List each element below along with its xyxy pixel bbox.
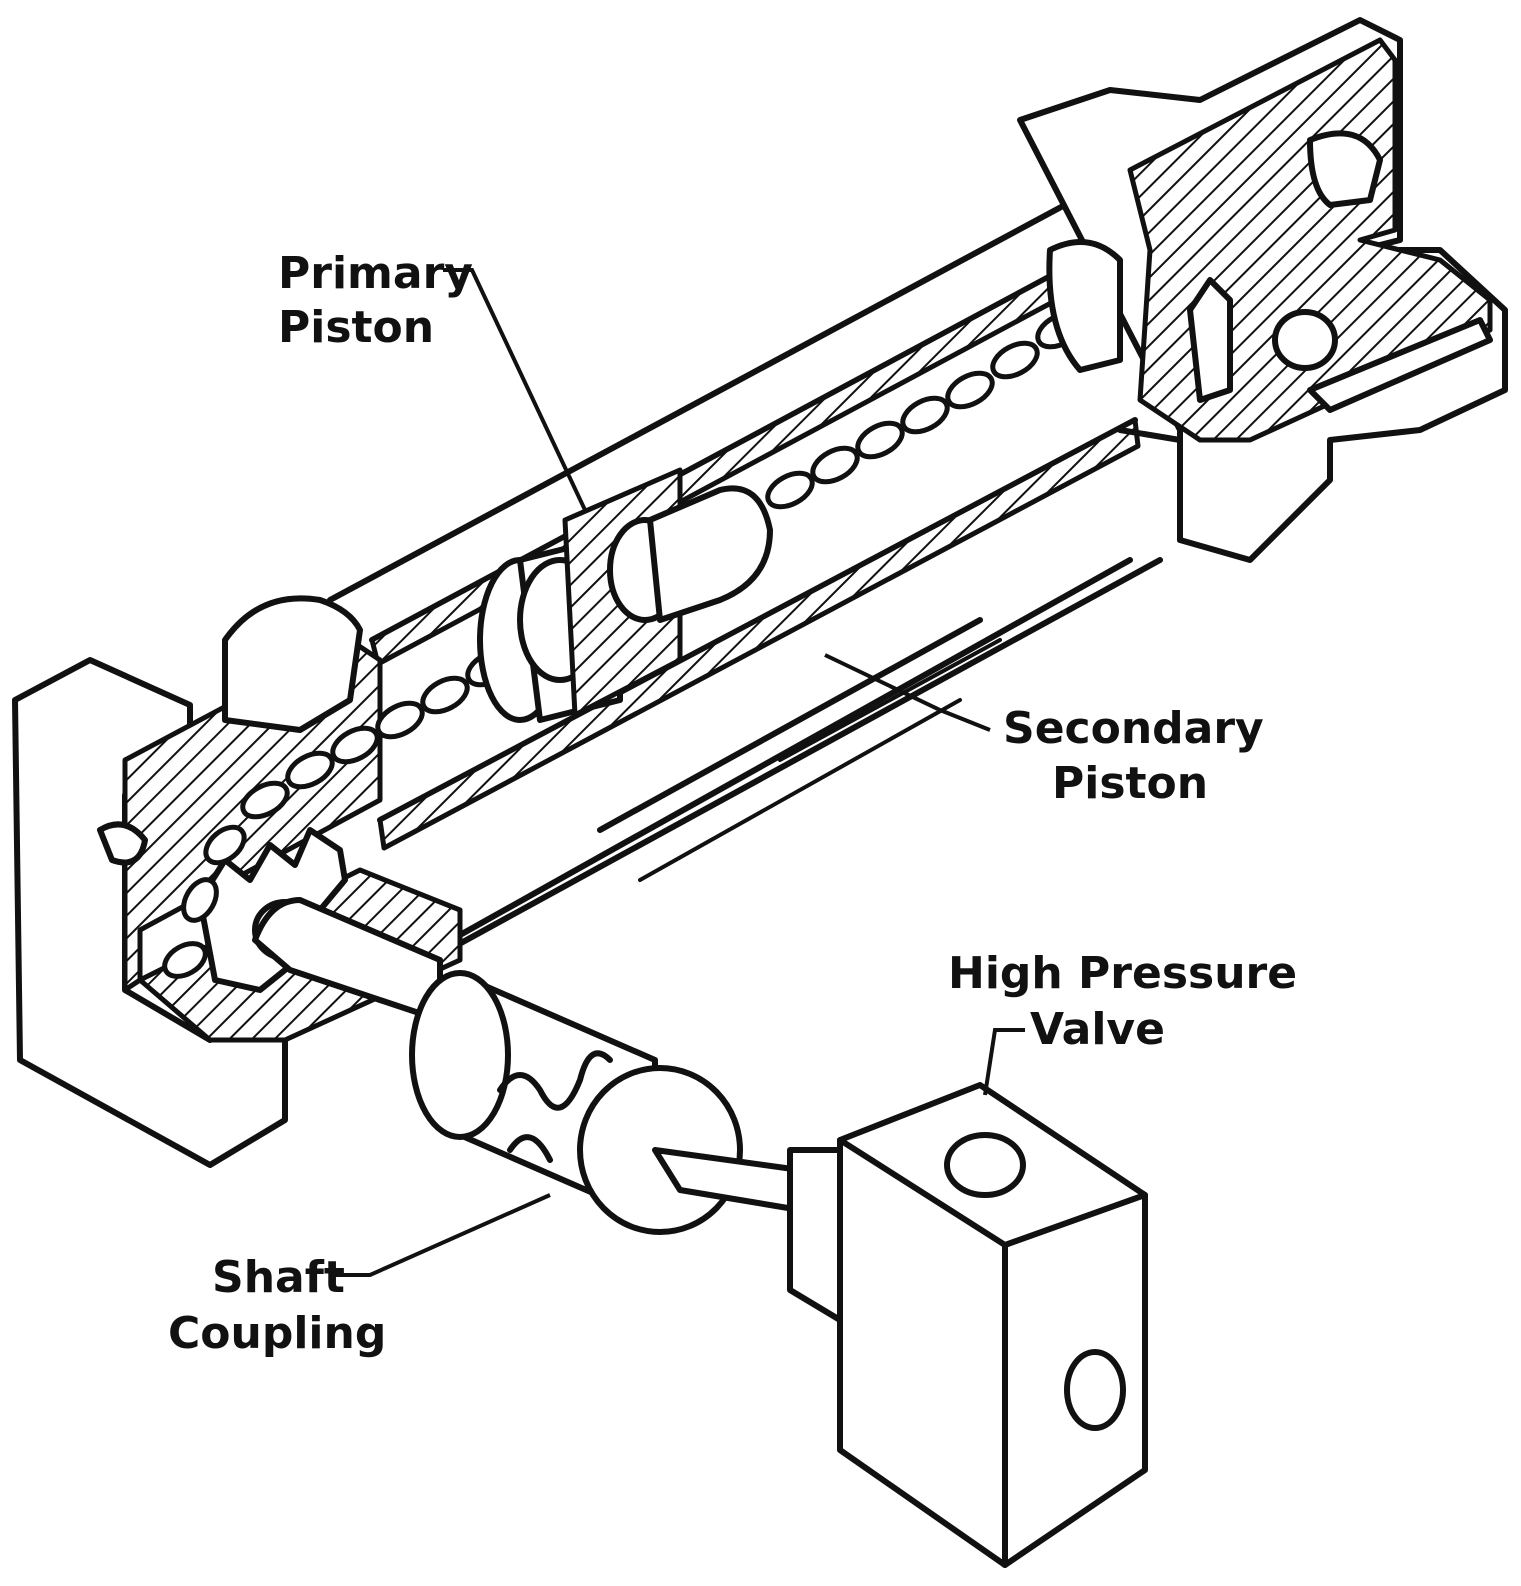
shaft-coupling-label: Shaft Coupling [168, 1252, 386, 1359]
shaft-coupling [252, 897, 803, 1235]
right-end-block [1017, 17, 1508, 563]
secondary-piston-leader [824, 653, 991, 732]
high-pressure-valve-leader [983, 1028, 1025, 1096]
high-pressure-valve-label: High Pressure Valve [948, 948, 1312, 1055]
secondary-cylinder-barrel [427, 557, 1163, 963]
primary-piston-leader [443, 268, 587, 511]
high-pressure-valve [787, 1082, 1148, 1568]
secondary-piston-label: Secondary Piston [1003, 703, 1279, 809]
shaft-coupling-leader [330, 1193, 551, 1277]
primary-piston [477, 467, 773, 723]
primary-piston-label: Primary Piston [278, 248, 488, 353]
